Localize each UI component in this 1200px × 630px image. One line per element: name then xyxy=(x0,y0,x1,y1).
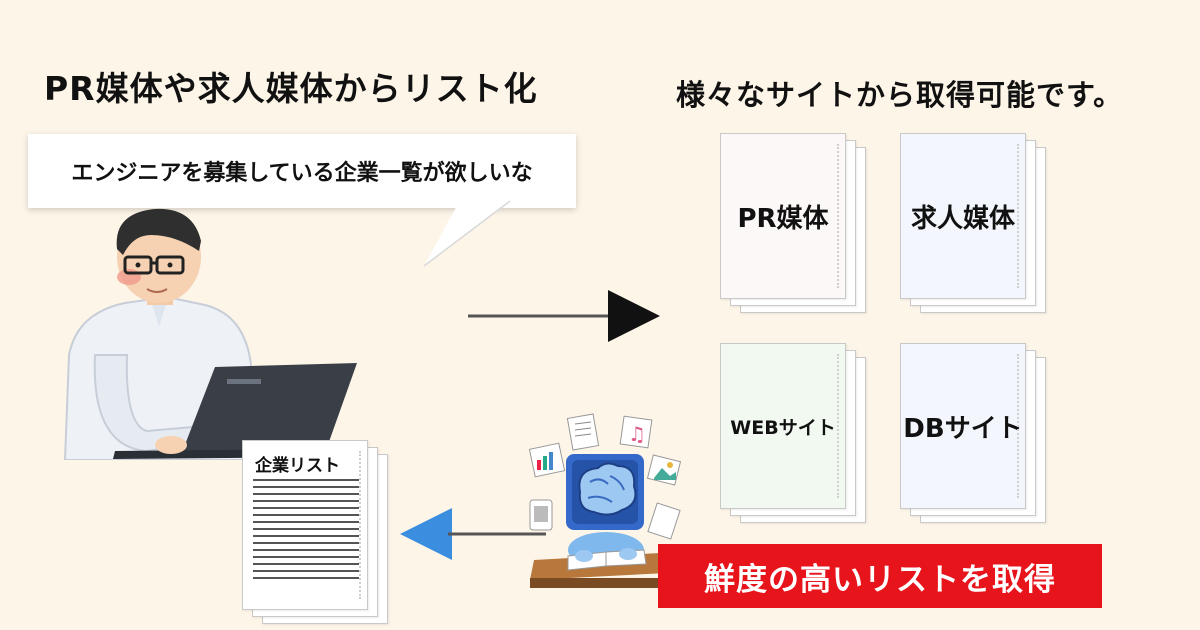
banner-text: 鮮度の高いリストを取得 xyxy=(704,561,1056,598)
source-doc-job-media: 求人媒体 xyxy=(900,133,1050,313)
source-label: 求人媒体 xyxy=(910,203,1015,234)
music-note-icon: ♫ xyxy=(619,415,653,449)
speech-bubble-tail xyxy=(423,200,511,267)
right-heading: 様々なサイトから取得可能です。 xyxy=(676,78,1124,112)
man-with-laptop-illustration xyxy=(63,208,357,460)
document-icon xyxy=(566,413,600,451)
highlight-banner: 鮮度の高いリストを取得 xyxy=(658,544,1102,608)
company-list-lines xyxy=(253,479,359,584)
speech-bubble: エンジニアを募集している企業一覧が欲しいな xyxy=(28,134,576,208)
company-list-title: 企業リスト xyxy=(255,456,340,476)
arrow-left xyxy=(400,508,546,560)
source-doc-website: WEBサイト xyxy=(720,343,870,523)
memo-icon xyxy=(647,502,681,540)
left-heading: PR媒体や求人媒体からリスト化 xyxy=(44,69,538,108)
source-doc-pr-media: PR媒体 xyxy=(720,133,870,313)
arrow-right xyxy=(468,290,660,342)
ai-brain-robot-illustration: ♫ xyxy=(528,413,686,588)
source-label: DBサイト xyxy=(903,413,1023,444)
speech-bubble-text: エンジニアを募集している企業一覧が欲しいな xyxy=(71,161,533,186)
company-list-document: 企業リスト xyxy=(242,440,402,630)
source-label: PR媒体 xyxy=(737,203,829,234)
photo-icon xyxy=(646,454,682,486)
source-doc-db-site: DBサイト xyxy=(900,343,1050,523)
phone-icon xyxy=(529,499,553,531)
bar-chart-icon xyxy=(528,442,566,478)
source-label: WEBサイト xyxy=(730,416,836,439)
svg-text:♫: ♫ xyxy=(628,422,646,446)
